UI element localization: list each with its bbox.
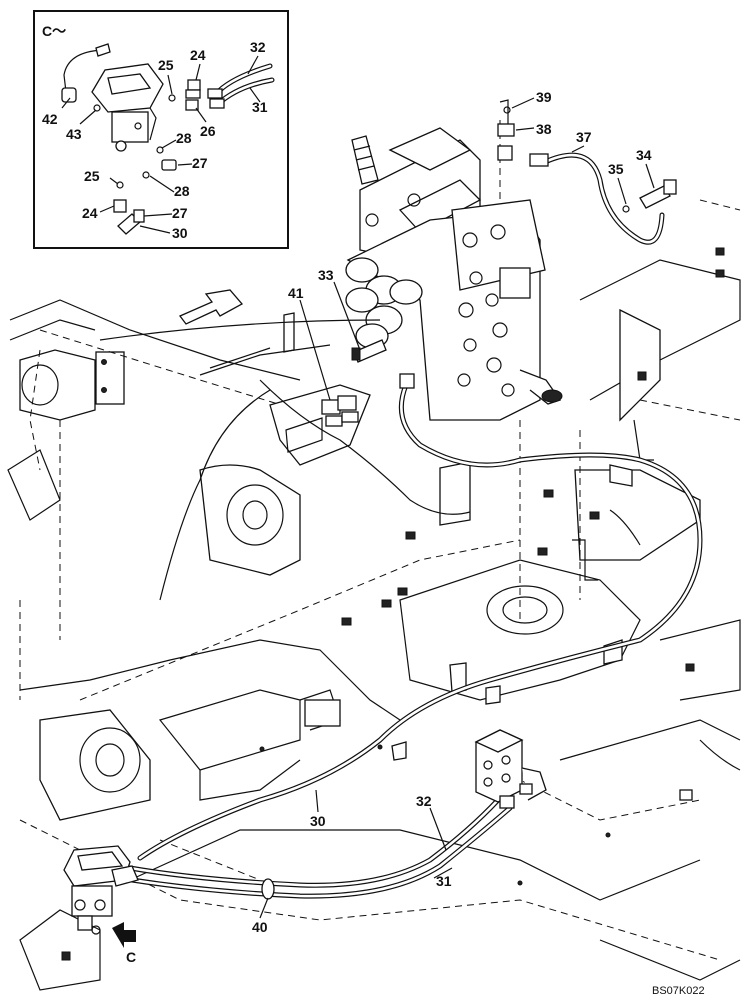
callout-24: 24 (190, 47, 206, 63)
callout-43: 43 (66, 126, 82, 142)
callout-27: 27 (192, 155, 208, 171)
mounting-studs (61, 247, 725, 961)
callout-31-main: 31 (436, 873, 452, 889)
callout-42: 42 (42, 111, 58, 127)
callout-33: 33 (318, 267, 334, 283)
fitting-38-39 (497, 99, 515, 161)
inset-frame (33, 10, 289, 249)
inset-pressure-switch (61, 43, 111, 103)
callout-24b: 24 (82, 205, 98, 221)
switch-34-35 (622, 179, 677, 213)
hose-37 (529, 152, 665, 245)
callout-31: 31 (252, 99, 268, 115)
callout-25b: 25 (84, 168, 100, 184)
callout-30: 30 (172, 225, 188, 241)
detail-view-c-inset: C～ (33, 10, 289, 249)
solenoid-valve-block (474, 729, 547, 809)
callout-38: 38 (536, 121, 552, 137)
hose-clamp-40 (261, 878, 275, 900)
main-callouts: 39 38 37 35 34 33 41 30 32 31 40 (252, 89, 655, 935)
callout-28b: 28 (174, 183, 190, 199)
callout-32: 32 (250, 39, 266, 55)
hose-30 (137, 373, 703, 861)
callout-39: 39 (536, 89, 552, 105)
callout-40: 40 (252, 919, 268, 935)
callout-37: 37 (576, 129, 592, 145)
drawing-reference-code: BS07K022 (652, 985, 705, 997)
view-arrow-label: C (126, 949, 136, 965)
inset-pedal-valve (91, 63, 164, 152)
hoses-31-32 (127, 797, 513, 900)
upper-frame-structure (7, 259, 741, 991)
front-direction-arrow (178, 289, 244, 325)
callout-34: 34 (636, 147, 652, 163)
callout-30-main: 30 (310, 813, 326, 829)
callout-27b: 27 (172, 205, 188, 221)
callout-41: 41 (288, 285, 304, 301)
callout-35: 35 (608, 161, 624, 177)
callout-28: 28 (176, 130, 192, 146)
callout-32-main: 32 (416, 793, 432, 809)
control-valve-assembly (345, 127, 563, 421)
callout-26: 26 (200, 123, 216, 139)
pedal-valve-assembly (63, 845, 139, 935)
detail-view-title: C～ (42, 23, 66, 39)
callout-25: 25 (158, 57, 174, 73)
view-c-arrow: C (112, 922, 136, 965)
